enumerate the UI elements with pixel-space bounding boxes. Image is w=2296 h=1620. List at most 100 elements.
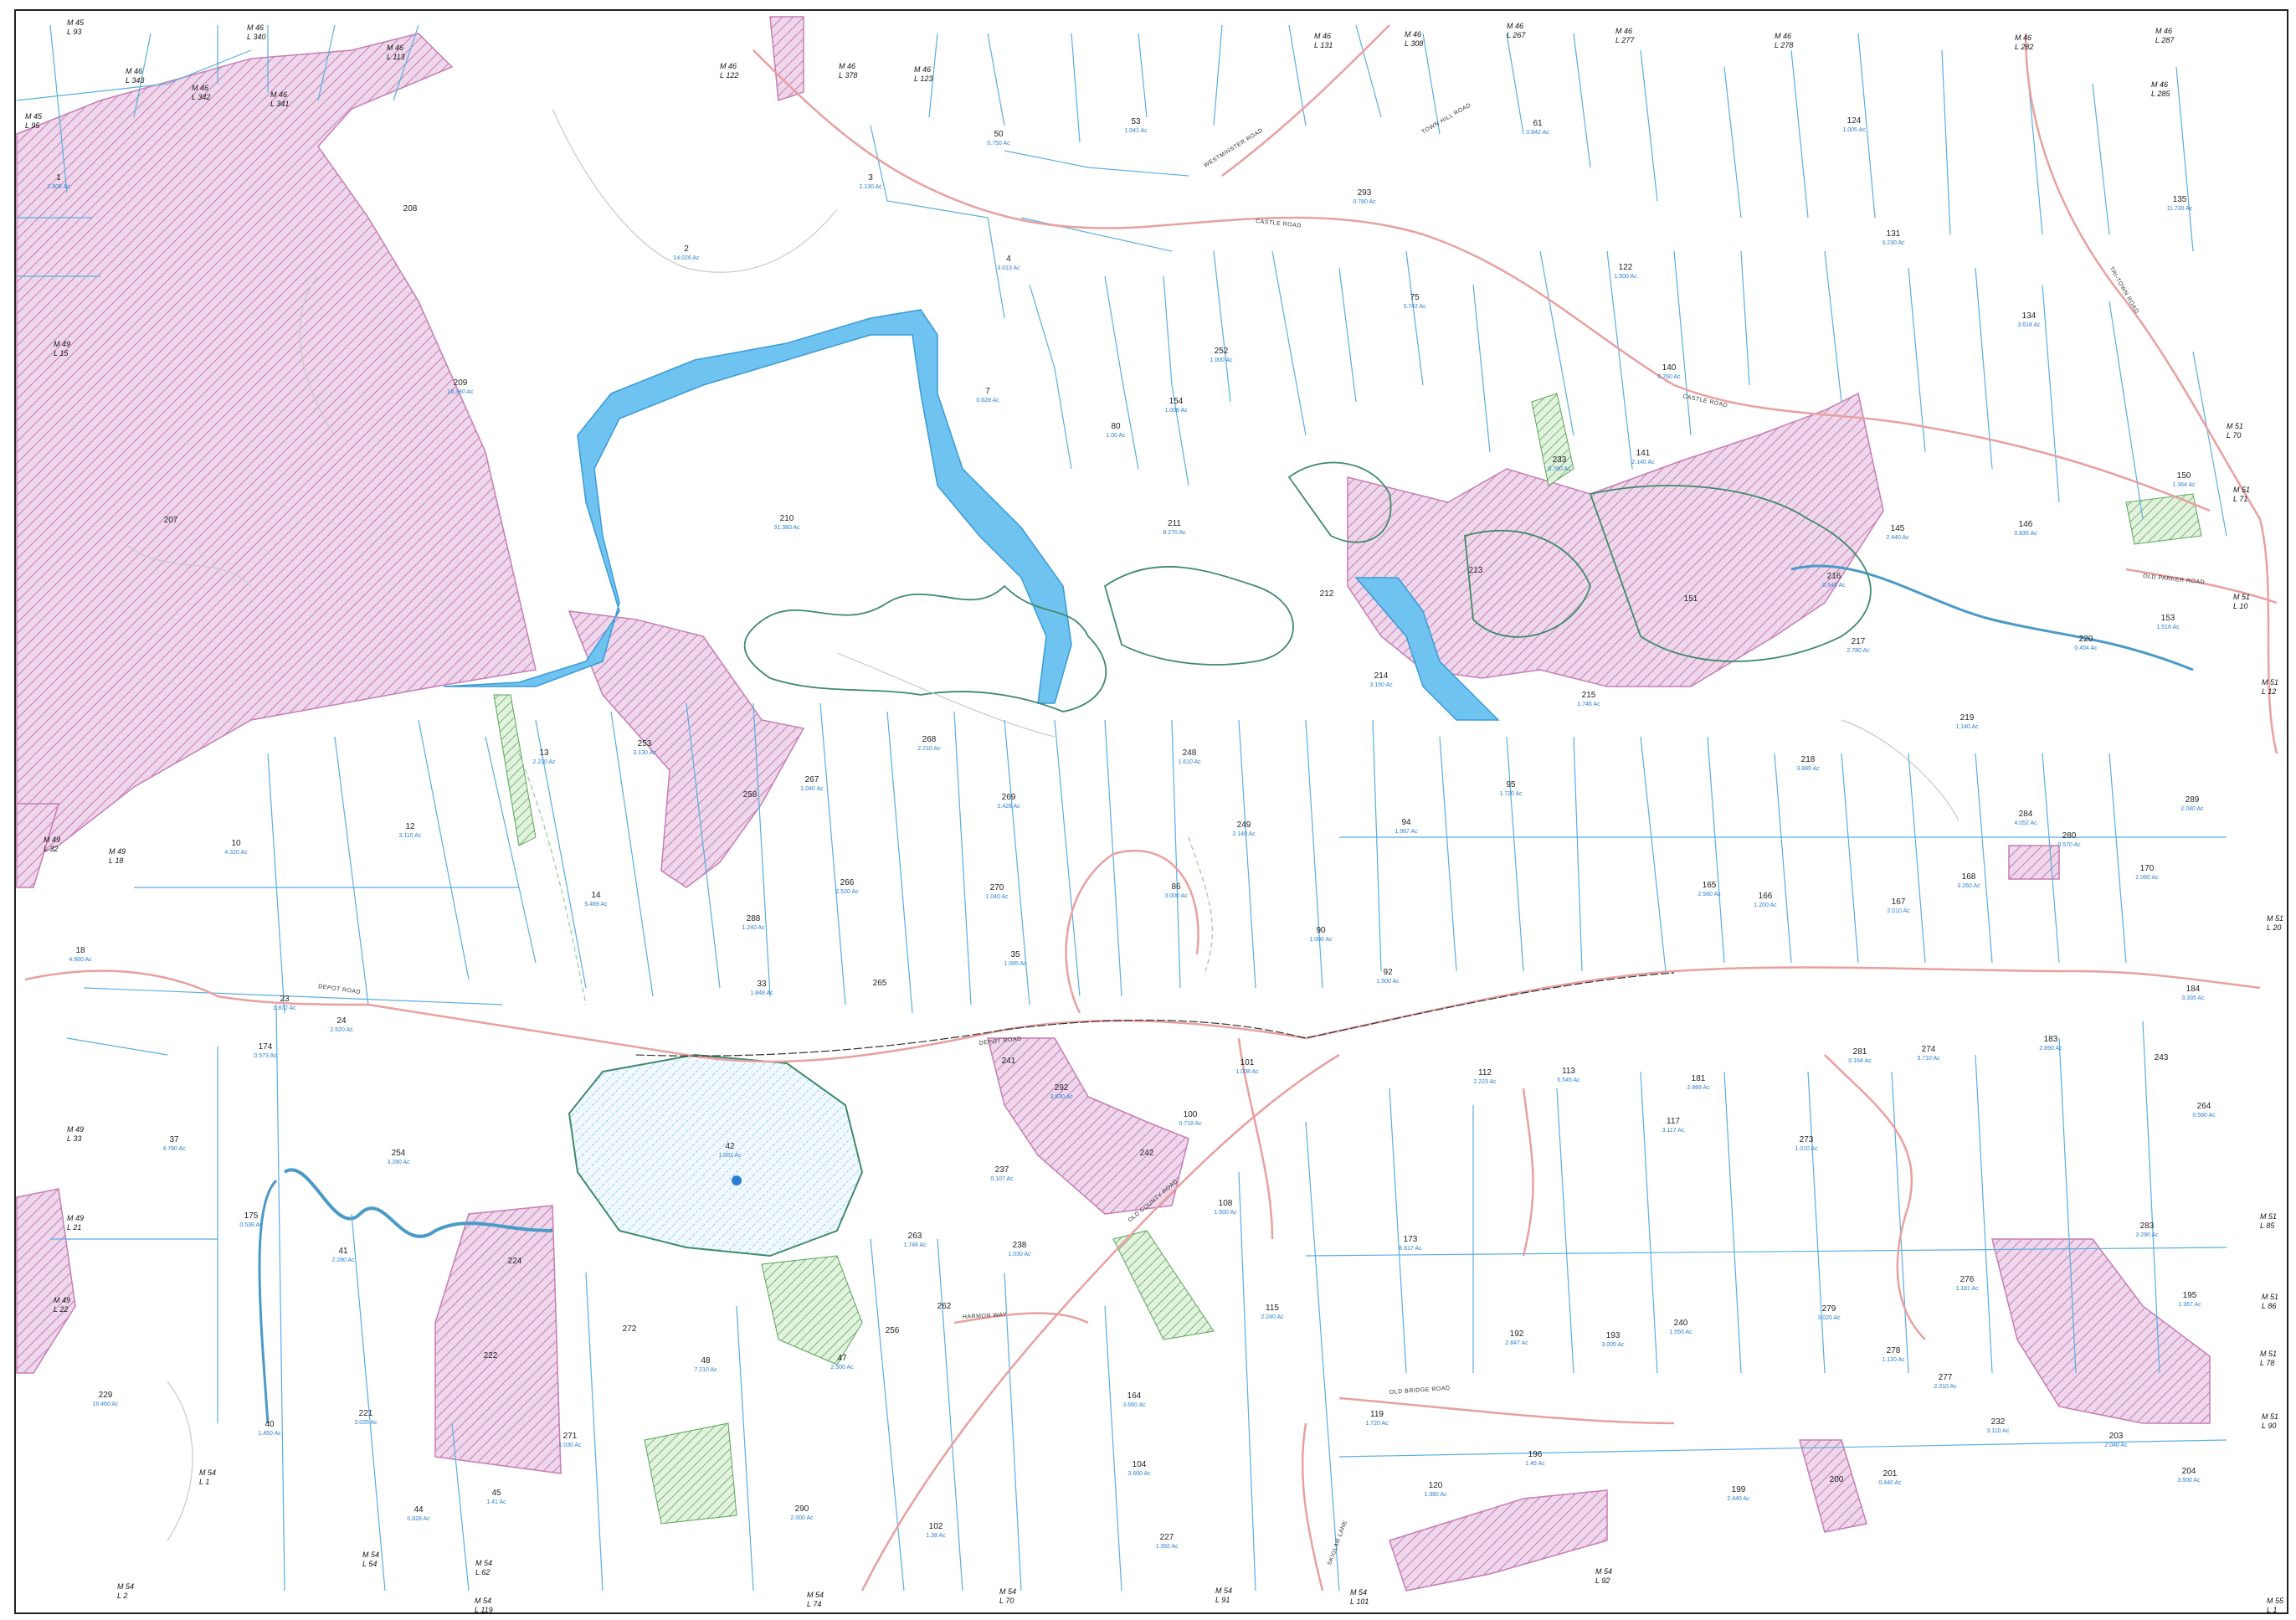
parcel-number[interactable]: 217 xyxy=(1852,637,1866,646)
parcel-number[interactable]: 215 xyxy=(1582,691,1596,700)
parcel-number[interactable]: 243 xyxy=(2155,1053,2169,1062)
parcel-number[interactable]: 166 xyxy=(1759,892,1773,901)
parcel-number[interactable]: 122 xyxy=(1619,263,1633,272)
parcel-number[interactable]: 212 xyxy=(1320,589,1334,599)
parcel-number[interactable]: 272 xyxy=(623,1324,637,1334)
parcel-number[interactable]: 278 xyxy=(1887,1346,1901,1355)
parcel-number[interactable]: 277 xyxy=(1939,1373,1953,1382)
parcel-number[interactable]: 204 xyxy=(2182,1467,2196,1476)
parcel-number[interactable]: 220 xyxy=(2079,635,2093,644)
parcel-number[interactable]: 1 xyxy=(56,173,61,183)
parcel-number[interactable]: 281 xyxy=(1853,1047,1867,1057)
parcel-number[interactable]: 264 xyxy=(2197,1102,2211,1111)
parcel-number[interactable]: 242 xyxy=(1140,1149,1154,1158)
parcel-number[interactable]: 210 xyxy=(780,514,794,523)
parcel-number[interactable]: 265 xyxy=(873,979,887,988)
parcel-number[interactable]: 13 xyxy=(539,748,549,758)
parcel-number[interactable]: 134 xyxy=(2022,311,2037,321)
parcel-number[interactable]: 237 xyxy=(995,1165,1009,1175)
parcel-number[interactable]: 219 xyxy=(1960,713,1975,723)
parcel-number[interactable]: 104 xyxy=(1133,1460,1147,1469)
parcel-number[interactable]: 101 xyxy=(1240,1058,1255,1067)
parcel-number[interactable]: 238 xyxy=(1013,1241,1027,1250)
parcel-number[interactable]: 193 xyxy=(1606,1331,1621,1340)
parcel-number[interactable]: 124 xyxy=(1847,116,1862,126)
parcel-number[interactable]: 292 xyxy=(1055,1083,1069,1093)
parcel-number[interactable]: 201 xyxy=(1883,1469,1898,1479)
parcel-number[interactable]: 119 xyxy=(1370,1410,1384,1419)
parcel-number[interactable]: 50 xyxy=(994,130,1004,139)
parcel-number[interactable]: 10 xyxy=(231,839,241,848)
parcel-number[interactable]: 252 xyxy=(1215,347,1229,356)
parcel-number[interactable]: 293 xyxy=(1358,188,1372,198)
parcel-number[interactable]: 100 xyxy=(1184,1110,1198,1119)
parcel-number[interactable]: 75 xyxy=(1410,293,1420,302)
parcel-number[interactable]: 113 xyxy=(1562,1067,1575,1076)
parcel-number[interactable]: 218 xyxy=(1801,755,1816,764)
parcel-number[interactable]: 274 xyxy=(1922,1045,1936,1054)
parcel-number[interactable]: 94 xyxy=(1401,818,1411,827)
parcel-number[interactable]: 146 xyxy=(2019,520,2033,529)
parcel-number[interactable]: 269 xyxy=(1002,793,1016,802)
parcel-number[interactable]: 276 xyxy=(1960,1275,1975,1284)
parcel-number[interactable]: 151 xyxy=(1684,594,1698,604)
parcel-number[interactable]: 284 xyxy=(2019,810,2033,819)
parcel-number[interactable]: 40 xyxy=(265,1420,275,1429)
parcel-number[interactable]: 280 xyxy=(2062,831,2077,841)
parcel-number[interactable]: 170 xyxy=(2140,864,2155,873)
parcel-number[interactable]: 112 xyxy=(1478,1068,1492,1077)
parcel-number[interactable]: 61 xyxy=(1533,119,1543,128)
parcel-number[interactable]: 135 xyxy=(2173,195,2187,204)
parcel-number[interactable]: 80 xyxy=(1111,422,1121,431)
parcel-number[interactable]: 288 xyxy=(747,914,761,923)
parcel-number[interactable]: 196 xyxy=(1528,1450,1543,1459)
parcel-number[interactable]: 290 xyxy=(795,1504,809,1514)
parcel-number[interactable]: 153 xyxy=(2161,614,2175,623)
parcel-number[interactable]: 262 xyxy=(937,1302,952,1311)
parcel-number[interactable]: 258 xyxy=(743,790,758,800)
parcel-number[interactable]: 203 xyxy=(2109,1432,2124,1441)
parcel-number[interactable]: 120 xyxy=(1429,1481,1443,1490)
parcel-number[interactable]: 175 xyxy=(244,1211,259,1221)
parcel-number[interactable]: 229 xyxy=(99,1391,113,1400)
parcel-number[interactable]: 23 xyxy=(280,995,290,1004)
parcel-number[interactable]: 213 xyxy=(1469,566,1483,575)
parcel-number[interactable]: 164 xyxy=(1127,1391,1142,1401)
parcel-number[interactable]: 117 xyxy=(1667,1117,1680,1126)
parcel-number[interactable]: 224 xyxy=(508,1257,522,1266)
parcel-number[interactable]: 266 xyxy=(840,878,855,887)
parcel-number[interactable]: 90 xyxy=(1316,926,1326,935)
parcel-number[interactable]: 141 xyxy=(1636,449,1651,458)
parcel-number[interactable]: 183 xyxy=(2044,1035,2058,1044)
parcel-number[interactable]: 45 xyxy=(491,1489,501,1498)
parcel-number[interactable]: 37 xyxy=(169,1135,179,1144)
parcel-number[interactable]: 174 xyxy=(259,1042,273,1052)
parcel-number[interactable]: 18 xyxy=(75,946,85,955)
parcel-number[interactable]: 221 xyxy=(359,1409,373,1418)
parcel-number[interactable]: 167 xyxy=(1892,897,1906,907)
parcel-number[interactable]: 200 xyxy=(1830,1475,1844,1484)
parcel-number[interactable]: 271 xyxy=(563,1432,578,1441)
parcel-number[interactable]: 268 xyxy=(922,735,937,744)
parcel-number[interactable]: 267 xyxy=(805,775,819,784)
parcel-number[interactable]: 273 xyxy=(1800,1135,1814,1144)
parcel-number[interactable]: 102 xyxy=(929,1522,943,1531)
parcel-number[interactable]: 41 xyxy=(338,1247,348,1256)
parcel-number[interactable]: 7 xyxy=(985,387,990,396)
parcel-number[interactable]: 92 xyxy=(1383,968,1393,977)
parcel-number[interactable]: 248 xyxy=(1183,748,1197,758)
parcel-number[interactable]: 241 xyxy=(1002,1057,1016,1066)
parcel-number[interactable]: 240 xyxy=(1674,1319,1688,1328)
parcel-number[interactable]: 86 xyxy=(1171,882,1181,892)
parcel-number[interactable]: 150 xyxy=(2177,471,2191,481)
parcel-number[interactable]: 209 xyxy=(454,378,468,388)
parcel-number[interactable]: 3 xyxy=(868,173,873,183)
parcel-number[interactable]: 47 xyxy=(837,1354,847,1363)
parcel-number[interactable]: 216 xyxy=(1827,572,1841,581)
parcel-number[interactable]: 256 xyxy=(886,1326,900,1335)
parcel-number[interactable]: 33 xyxy=(757,980,767,989)
parcel-number[interactable]: 95 xyxy=(1506,780,1516,789)
parcel-number[interactable]: 53 xyxy=(1131,117,1141,126)
parcel-number[interactable]: 35 xyxy=(1010,950,1020,959)
parcel-number[interactable]: 289 xyxy=(2186,795,2200,805)
